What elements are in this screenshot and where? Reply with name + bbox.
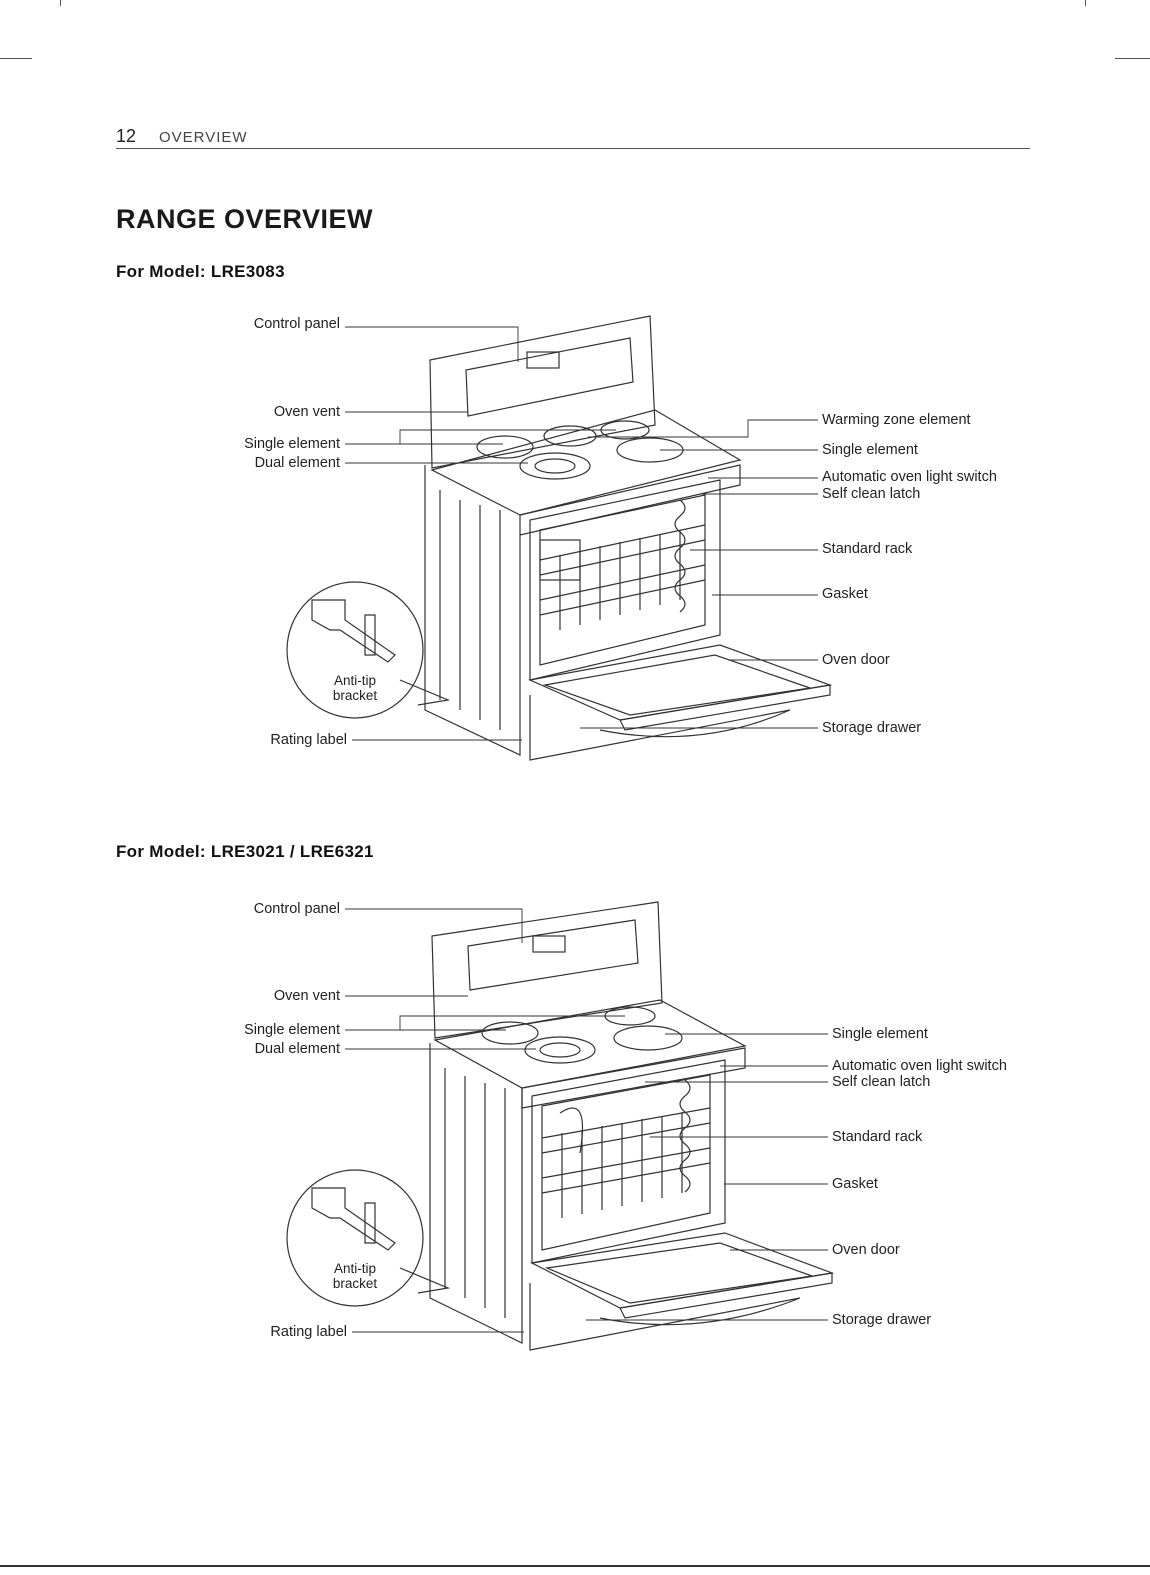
label-auto-light-switch: Automatic oven light switch	[822, 469, 997, 485]
label-auto-light-switch: Automatic oven light switch	[832, 1058, 1007, 1074]
label-single-element: Single element	[244, 1022, 340, 1038]
label-control-panel: Control panel	[253, 901, 340, 917]
label-rating-label: Rating label	[270, 1324, 347, 1340]
inset-label-line-1: Anti-tip	[333, 673, 377, 688]
crop-mark	[0, 58, 32, 59]
page-number: 12	[116, 126, 137, 146]
label-gasket: Gasket	[822, 586, 868, 602]
page-title: RANGE OVERVIEW	[116, 204, 374, 234]
label-control-panel: Control panel	[253, 316, 340, 332]
section-name: OVERVIEW	[159, 129, 248, 146]
label-oven-vent: Oven vent	[273, 404, 340, 420]
inset-label-line-1: Anti-tip	[333, 1261, 377, 1276]
model-heading-1: For Model: LRE3083	[116, 262, 285, 281]
inset-anti-tip-bracket: Anti-tip bracket	[320, 1261, 390, 1291]
model-heading-2: For Model: LRE3021 / LRE6321	[116, 842, 374, 861]
label-oven-door: Oven door	[822, 652, 890, 668]
page-header: 12 OVERVIEW	[116, 124, 1030, 149]
label-single-element-right: Single element	[822, 442, 918, 458]
label-standard-rack: Standard rack	[822, 541, 913, 557]
inset-anti-tip-bracket: Anti-tip bracket	[320, 673, 390, 703]
range-diagram-2: Control panel Oven vent Single element D…	[0, 888, 1150, 1368]
label-oven-vent: Oven vent	[273, 988, 340, 1004]
inset-label-line-2: bracket	[332, 1276, 378, 1291]
crop-mark	[1115, 58, 1150, 59]
label-single-element: Single element	[244, 436, 340, 452]
label-storage-drawer: Storage drawer	[822, 720, 922, 736]
label-self-clean-latch: Self clean latch	[832, 1074, 931, 1090]
label-warming-zone-element: Warming zone element	[822, 412, 971, 428]
label-gasket: Gasket	[832, 1176, 878, 1192]
label-oven-door: Oven door	[832, 1242, 900, 1258]
page-bottom-rule	[0, 1565, 1150, 1567]
label-dual-element: Dual element	[254, 455, 340, 471]
label-storage-drawer: Storage drawer	[832, 1312, 932, 1328]
range-illustration-2	[286, 901, 835, 1351]
crop-mark	[60, 0, 61, 6]
label-standard-rack: Standard rack	[832, 1129, 923, 1145]
range-illustration-1	[286, 315, 833, 761]
range-diagram-1: Control panel Oven vent Single element D…	[0, 300, 1150, 780]
label-rating-label: Rating label	[270, 732, 347, 748]
label-dual-element: Dual element	[254, 1041, 340, 1057]
label-single-element-right: Single element	[832, 1026, 928, 1042]
inset-label-line-2: bracket	[332, 688, 378, 703]
label-self-clean-latch: Self clean latch	[822, 486, 921, 502]
crop-mark	[1085, 0, 1086, 6]
